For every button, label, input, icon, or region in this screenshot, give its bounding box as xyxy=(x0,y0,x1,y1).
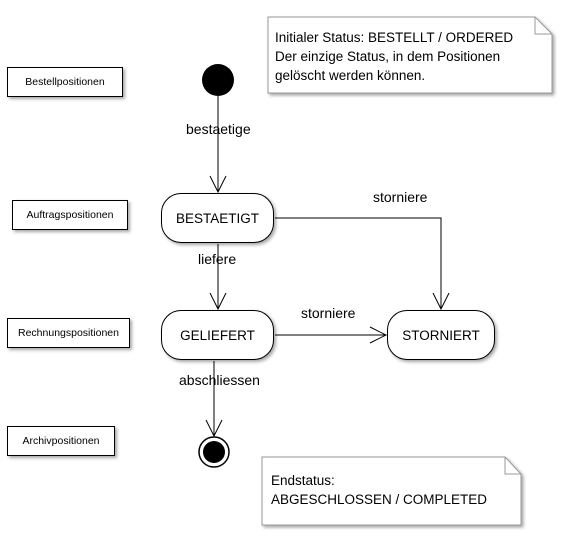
transition-label-storniere-from-bestaetigt: storniere xyxy=(373,189,428,205)
lane-label-text: Rechnungspositionen xyxy=(18,327,119,339)
note-initial-line: Initialer Status: BESTELLT / ORDERED xyxy=(275,30,514,45)
note-final-shape xyxy=(261,456,522,526)
transition-liefere-arrow xyxy=(209,244,227,311)
state-storniert: STORNIERT xyxy=(387,310,495,360)
transition-bestaetige-arrow xyxy=(209,96,227,194)
note-final-line: Endstatus: xyxy=(271,473,335,488)
note-final-line: ABGESCHLOSSEN / COMPLETED xyxy=(271,492,488,507)
transition-label-storniere-from-geliefert: storniere xyxy=(301,305,356,321)
state-geliefert: GELIEFERT xyxy=(161,310,274,360)
note-final: Endstatus: ABGESCHLOSSEN / COMPLETED xyxy=(271,471,487,509)
note-initial-line: Der einzige Status, in dem Positionen xyxy=(275,49,501,64)
lane-label-archivpositionen: Archivpositionen xyxy=(7,426,115,456)
transition-abschliessen-arrow xyxy=(205,361,223,438)
state-label: BESTAETIGT xyxy=(175,210,259,226)
transition-storniere-from-bestaetigt-arrow xyxy=(275,217,450,311)
note-initial-shape xyxy=(267,16,553,94)
initial-state-dot xyxy=(202,64,234,96)
transition-label-liefere: liefere xyxy=(198,251,237,267)
transition-label-bestaetige: bestaetige xyxy=(186,121,251,137)
note-final-fold xyxy=(504,457,521,475)
state-label: STORNIERT xyxy=(402,327,480,343)
lane-label-text: Auftragspositionen xyxy=(26,209,114,221)
state-label: GELIEFERT xyxy=(180,327,255,343)
lane-label-rechnungspositionen: Rechnungspositionen xyxy=(7,318,130,348)
note-initial-line: gelöscht werden können. xyxy=(275,68,426,83)
final-state-inner-dot xyxy=(203,441,225,463)
lane-label-text: Bestellpositionen xyxy=(25,76,105,88)
transition-storniere-from-geliefert-arrow xyxy=(275,326,388,344)
note-initial: Initialer Status: BESTELLT / ORDERED Der… xyxy=(275,28,513,85)
transition-label-abschliessen: abschliessen xyxy=(179,372,260,388)
note-initial-fold xyxy=(534,17,552,35)
lane-label-text: Archivpositionen xyxy=(22,435,100,447)
lane-label-bestellpositionen: Bestellpositionen xyxy=(7,67,123,97)
state-bestaetigt: BESTAETIGT xyxy=(161,193,274,243)
lane-label-auftragspositionen: Auftragspositionen xyxy=(12,200,128,230)
